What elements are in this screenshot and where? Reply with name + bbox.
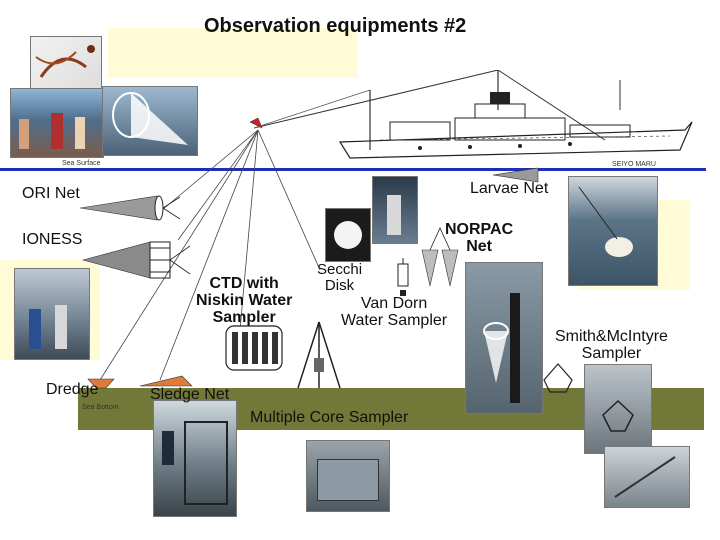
sea-surface-label: Sea Surface — [62, 160, 101, 167]
ship-name-label: SEIYO MARU — [612, 161, 656, 168]
ori-net-icon — [79, 195, 181, 221]
smith-mcintyre-photo — [584, 364, 652, 454]
smith-mcintyre-sampler-icon — [543, 363, 573, 393]
research-ship-illustration — [249, 70, 693, 159]
highlight-patch-top — [108, 28, 358, 78]
plankton-net-photo — [102, 86, 198, 156]
larvae-net-photo-left — [372, 176, 418, 244]
dredge-icon — [87, 378, 115, 389]
ori-net-label: ORI Net — [22, 185, 80, 202]
smith-mcintyre-label: Smith&McIntyre Sampler — [555, 328, 668, 362]
norpac-net-photo — [465, 262, 543, 414]
page-title: Observation equipments #2 — [204, 15, 467, 37]
deployment-cables — [99, 130, 321, 381]
multiple-core-photo — [306, 440, 390, 512]
larvae-net-label: Larvae Net — [470, 180, 549, 197]
van-dorn-sampler-icon — [397, 258, 409, 296]
deck-crew-photo — [10, 88, 104, 158]
ioness-crew-photo — [14, 268, 90, 360]
van-dorn-label: Van Dorn Water Sampler — [341, 295, 448, 329]
ioness-net-icon — [81, 241, 191, 279]
secchi-disk-label: Secchi Disk — [317, 261, 363, 294]
larvae-net-icon — [492, 167, 539, 183]
sledge-net-icon — [139, 375, 193, 387]
sledge-net-photo — [153, 400, 237, 517]
larvae-net-photo-right — [568, 176, 658, 286]
ctd-niskin-label: CTD with Niskin Water Sampler — [196, 275, 293, 326]
sea-bottom-label: Sea Bottom — [82, 404, 119, 411]
sledge-net-label: Sledge Net — [150, 386, 230, 403]
norpac-net-label: NORPAC Net — [445, 221, 514, 255]
ioness-label: IONESS — [22, 231, 83, 248]
multiple-core-sampler-icon — [297, 321, 341, 389]
secchi-disk-photo — [325, 208, 371, 262]
plankton-specimen-photo — [30, 36, 102, 90]
deck-equipment-photo — [604, 446, 690, 508]
dredge-label: Dredge — [46, 381, 99, 398]
ctd-rosette-icon — [225, 325, 283, 371]
sea-surface-line — [0, 168, 706, 171]
multiple-core-sampler-label: Multiple Core Sampler — [250, 409, 409, 426]
norpac-net-icon — [421, 227, 459, 287]
